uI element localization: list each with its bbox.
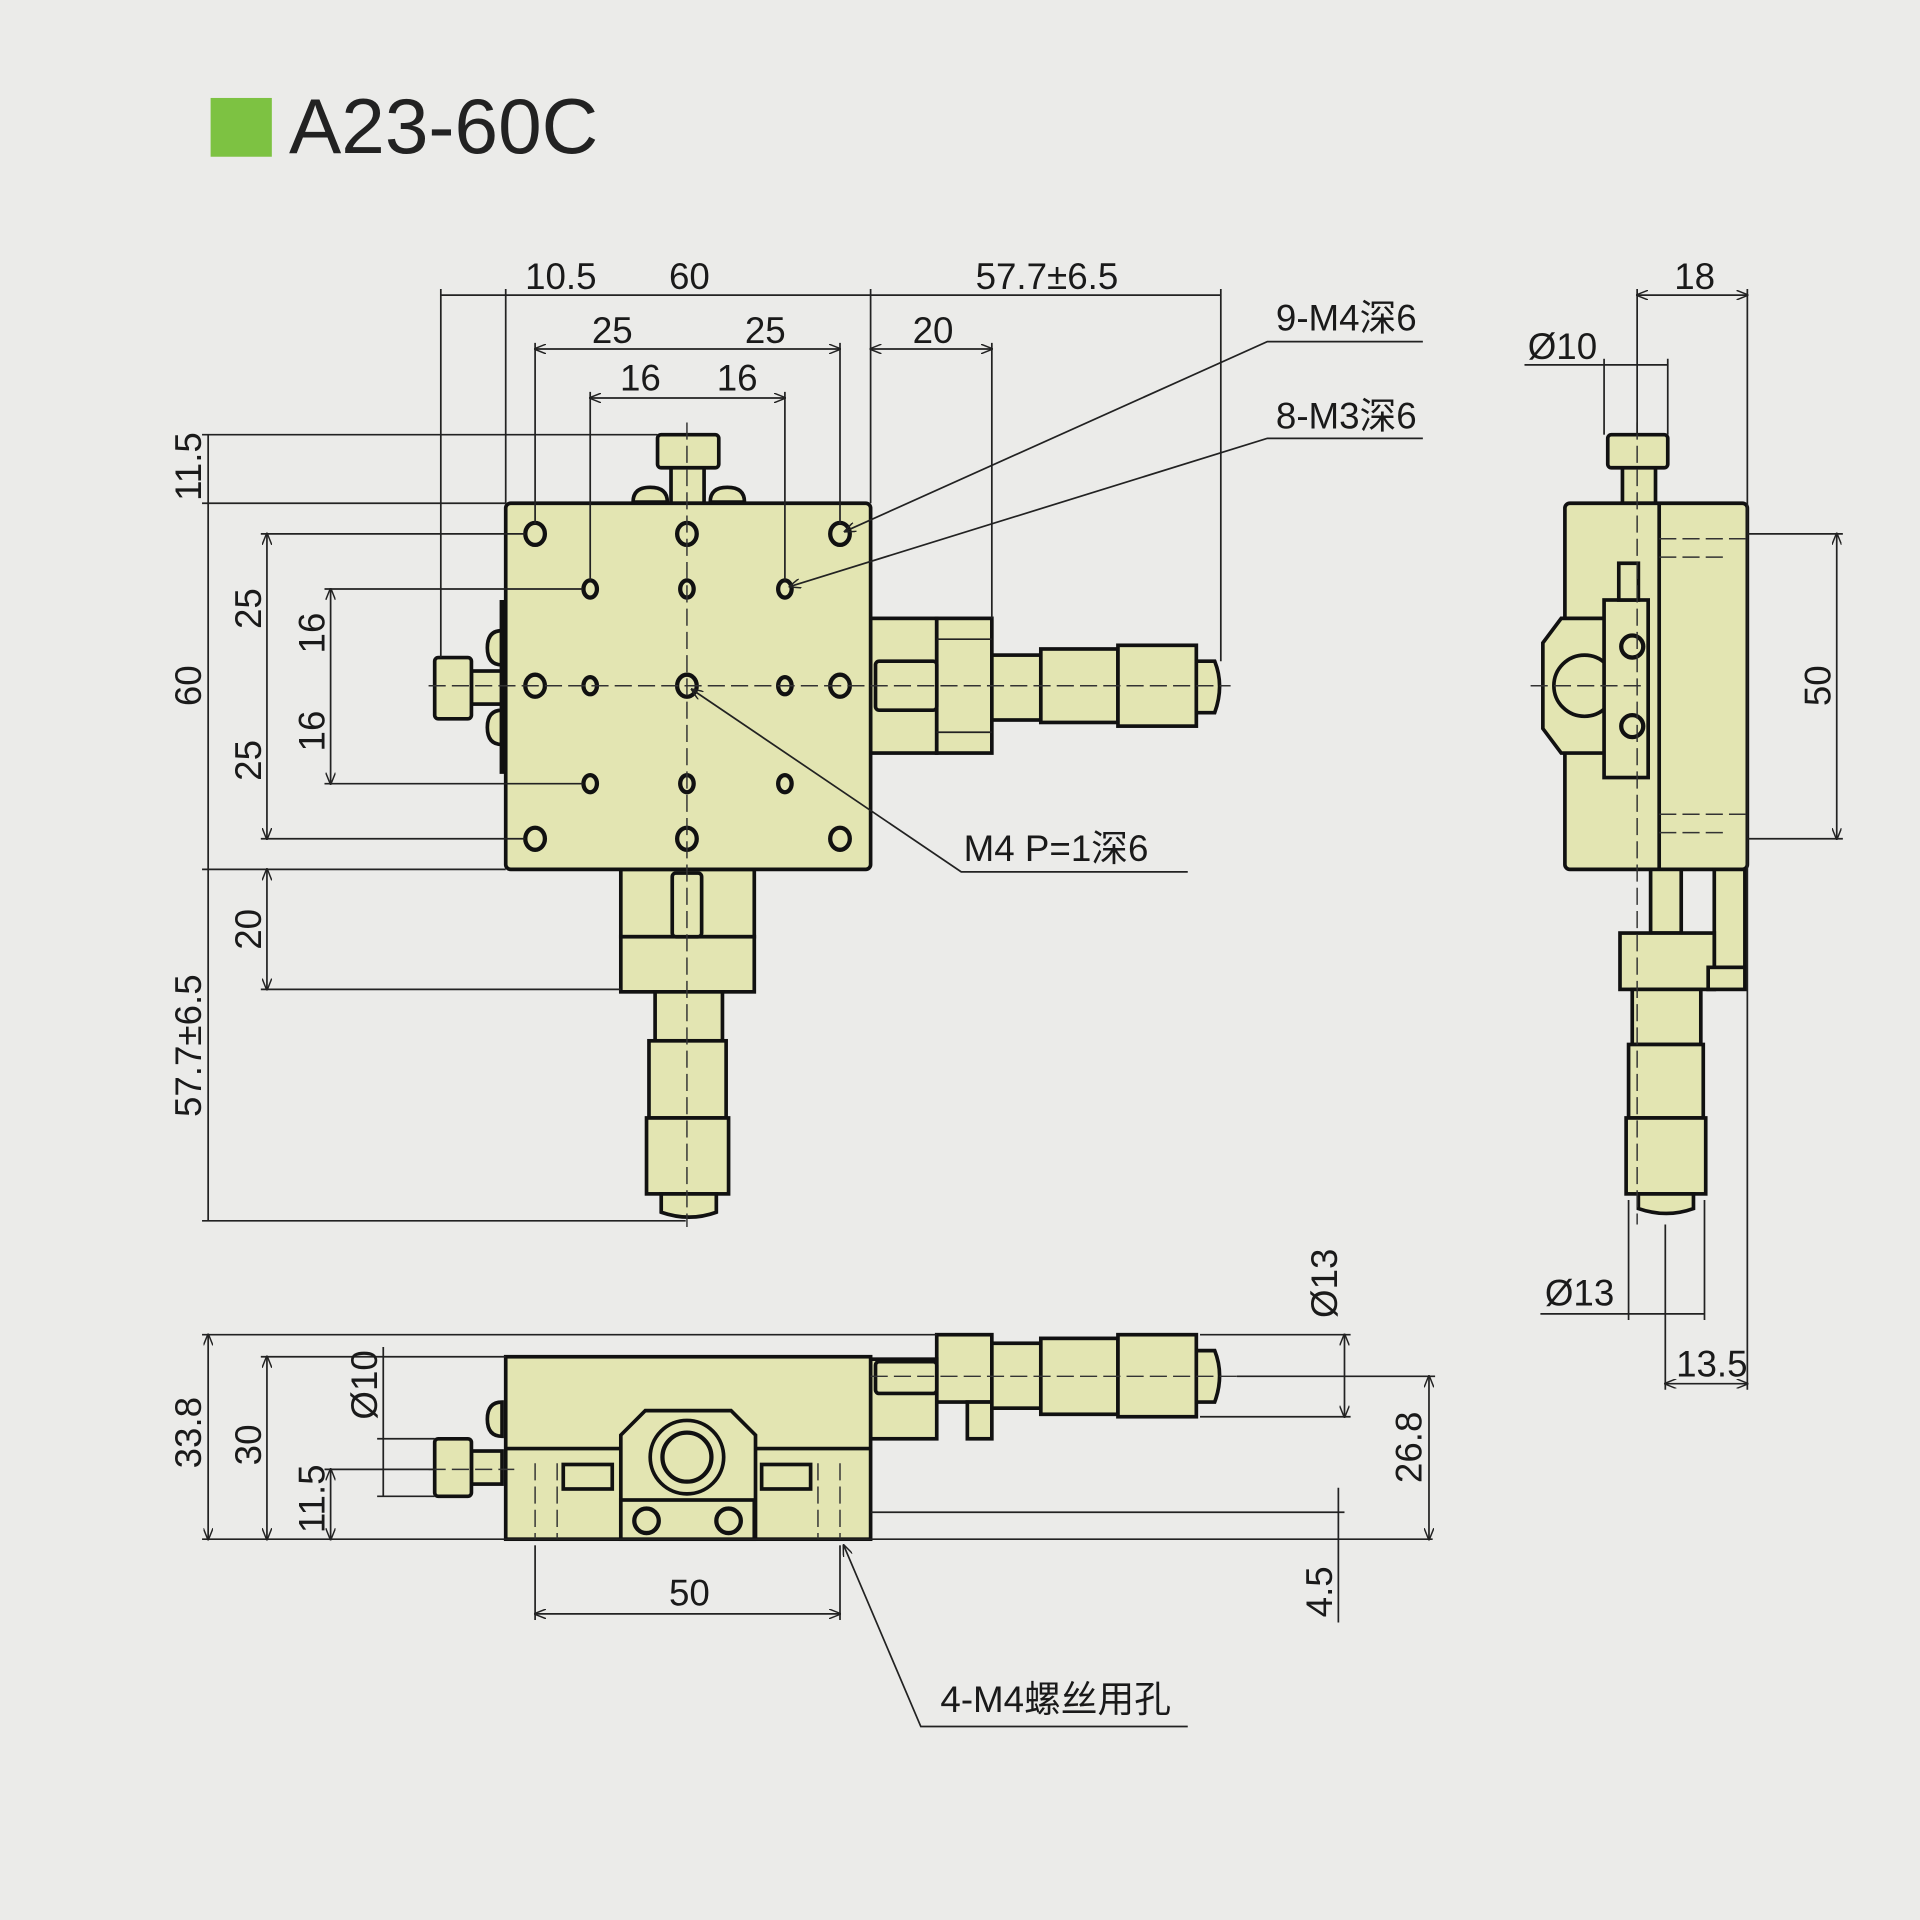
side-dim-phi13: Ø13 <box>1545 1272 1614 1313</box>
page-title: A23-60C <box>289 82 598 170</box>
front-dim-phi13: Ø13 <box>1304 1249 1345 1318</box>
dim-25-c: 25 <box>228 588 269 629</box>
side-dim-50: 50 <box>1798 665 1839 706</box>
note-mount-holes: 4-M4螺丝用孔 <box>940 1679 1171 1720</box>
dim-25-d: 25 <box>228 740 269 781</box>
front-dim-phi10: Ø10 <box>344 1350 385 1419</box>
dim-20-y: 20 <box>228 909 269 950</box>
side-dim-18: 18 <box>1674 256 1715 297</box>
dim-25-b: 25 <box>745 310 786 351</box>
dim-16-c: 16 <box>291 613 332 654</box>
front-dim-11-5: 11.5 <box>291 1464 332 1533</box>
dim-60-width: 60 <box>669 256 710 297</box>
top-view: 10.5 60 57.7±6.5 25 25 20 16 16 11.5 60 … <box>168 256 1423 1227</box>
dim-20-x: 20 <box>913 310 954 351</box>
front-dim-33-8: 33.8 <box>168 1397 209 1468</box>
note-m4-holes: 9-M4深6 <box>1276 298 1417 339</box>
dim-16-d: 16 <box>291 711 332 752</box>
dim-11-5: 11.5 <box>168 432 209 501</box>
front-dim-4-5: 4.5 <box>1299 1566 1340 1617</box>
side-view: 18 Ø10 50 Ø13 13.5 <box>1524 256 1843 1390</box>
m3-holes <box>581 578 794 795</box>
dim-16-b: 16 <box>717 358 758 399</box>
dim-16-a: 16 <box>620 358 661 399</box>
front-dim-26-8: 26.8 <box>1389 1412 1430 1483</box>
dim-stroke-x: 57.7±6.5 <box>976 256 1119 297</box>
dim-10-5: 10.5 <box>525 256 596 297</box>
side-dim-13-5: 13.5 <box>1676 1343 1747 1384</box>
front-view: 33.8 30 Ø10 11.5 50 Ø13 26.8 4.5 4-M4螺丝用… <box>168 1249 1436 1728</box>
side-dim-phi10: Ø10 <box>1528 326 1597 367</box>
note-m3-holes: 8-M3深6 <box>1276 396 1417 437</box>
dim-25-a: 25 <box>592 310 633 351</box>
front-dim-50: 50 <box>669 1572 710 1613</box>
dim-60-height: 60 <box>168 665 209 706</box>
front-dim-30: 30 <box>228 1424 269 1465</box>
dim-stroke-y: 57.7±6.5 <box>168 974 209 1117</box>
title-square-icon <box>210 97 272 157</box>
note-center-hole: M4 P=1深6 <box>964 828 1149 869</box>
